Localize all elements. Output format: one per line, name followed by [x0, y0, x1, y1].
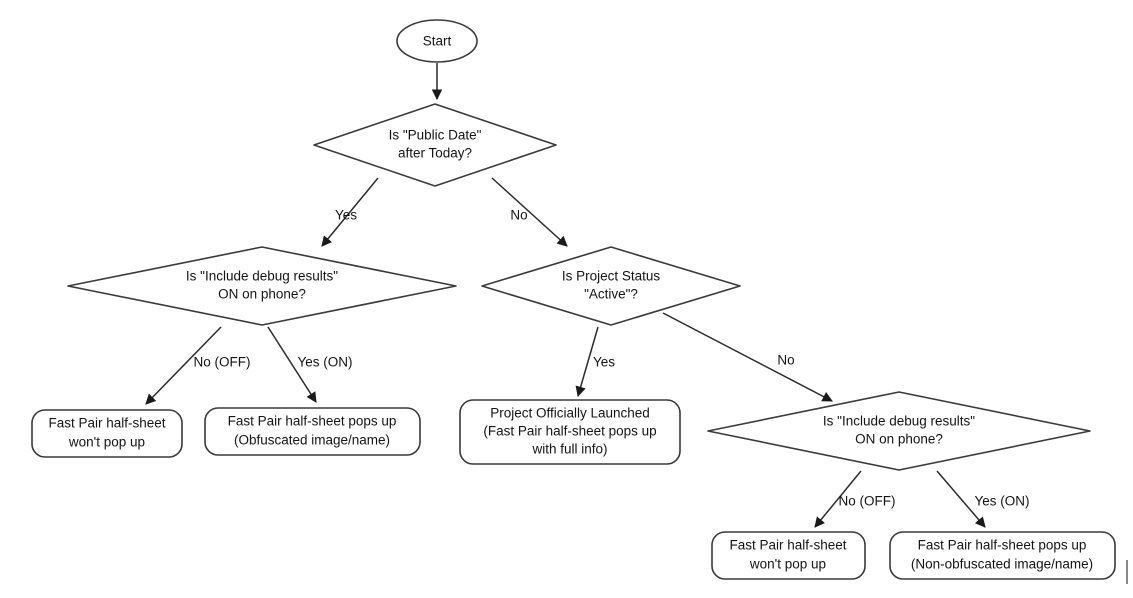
public-date-label-line2: after Today? — [398, 146, 472, 161]
node-start[interactable]: Start — [396, 19, 478, 63]
edge-label-public-date-no: No — [510, 208, 527, 223]
public-date-label-line1: Is "Public Date" — [389, 128, 482, 143]
debug-left-label-line1: Is "Include debug results" — [186, 269, 338, 284]
edge-public-date-no — [491, 177, 568, 247]
terminal-launched-shape — [459, 399, 681, 465]
node-terminal-launched[interactable]: Project Officially Launched (Fast Pair h… — [459, 399, 681, 465]
node-terminal-right-on[interactable]: Fast Pair half-sheet pops up (Non-obfusc… — [889, 531, 1116, 580]
terminal-left-off-shape — [31, 409, 183, 458]
terminal-right-on-shape — [889, 531, 1116, 580]
edge-label-debug-left-yes: Yes (ON) — [297, 355, 352, 370]
node-decision-public-date[interactable]: Is "Public Date" after Today? — [313, 103, 557, 187]
terminal-left-on-line2: (Obfuscated image/name) — [234, 433, 390, 448]
debug-left-label-line2: ON on phone? — [218, 287, 306, 302]
edge-label-debug-left-no: No (OFF) — [194, 355, 251, 370]
terminal-right-off-line2: won't pop up — [749, 557, 826, 572]
node-terminal-right-off[interactable]: Fast Pair half-sheet won't pop up — [711, 531, 866, 580]
debug-right-label-line2: ON on phone? — [855, 432, 943, 447]
project-status-label-line1: Is Project Status — [562, 269, 661, 284]
terminal-launched-line1: Project Officially Launched — [490, 406, 650, 421]
start-label: Start — [423, 34, 452, 49]
node-decision-project-status[interactable]: Is Project Status "Active"? — [481, 246, 741, 326]
start-ellipse-shape — [396, 19, 478, 63]
edge-label-project-status-no: No — [777, 353, 794, 368]
edge-project-status-no — [662, 312, 833, 402]
terminal-left-on-line1: Fast Pair half-sheet pops up — [228, 414, 397, 429]
edge-label-debug-right-yes: Yes (ON) — [974, 494, 1029, 509]
node-decision-debug-left[interactable]: Is "Include debug results" ON on phone? — [67, 246, 457, 326]
node-terminal-left-off[interactable]: Fast Pair half-sheet won't pop up — [31, 409, 183, 458]
edge-label-debug-right-no: No (OFF) — [839, 494, 896, 509]
debug-right-diamond-shape — [707, 391, 1091, 471]
public-date-diamond-shape — [313, 103, 557, 187]
node-terminal-left-on[interactable]: Fast Pair half-sheet pops up (Obfuscated… — [204, 407, 421, 456]
terminal-right-on-line2: (Non-obfuscated image/name) — [911, 557, 1093, 572]
terminal-left-off-line1: Fast Pair half-sheet — [48, 416, 165, 431]
edge-debug-right-yes — [936, 470, 986, 528]
edge-debug-left-no — [145, 326, 222, 405]
edge-public-date-yes — [321, 177, 379, 247]
node-decision-debug-right[interactable]: Is "Include debug results" ON on phone? — [707, 391, 1091, 471]
edge-label-project-status-yes: Yes — [593, 355, 615, 370]
edges-layer: Yes No No (OFF) Yes (ON) Yes No No (OFF)… — [145, 63, 1030, 528]
edge-debug-right-no — [814, 470, 862, 528]
project-status-label-line2: "Active"? — [584, 287, 638, 302]
terminal-right-on-line1: Fast Pair half-sheet pops up — [918, 538, 1087, 553]
terminal-launched-line2: (Fast Pair half-sheet pops up — [483, 424, 656, 439]
edge-project-status-yes — [575, 326, 599, 398]
project-status-diamond-shape — [481, 246, 741, 326]
terminal-right-off-line1: Fast Pair half-sheet — [729, 538, 846, 553]
terminal-right-off-shape — [711, 531, 866, 580]
debug-left-diamond-shape — [67, 246, 457, 326]
debug-right-label-line1: Is "Include debug results" — [823, 414, 975, 429]
edge-debug-left-yes — [267, 326, 317, 403]
terminal-left-off-line2: won't pop up — [68, 435, 145, 450]
terminal-launched-line3: with full info) — [531, 442, 607, 457]
terminal-left-on-shape — [204, 407, 421, 456]
edge-label-public-date-yes: Yes — [335, 208, 357, 223]
